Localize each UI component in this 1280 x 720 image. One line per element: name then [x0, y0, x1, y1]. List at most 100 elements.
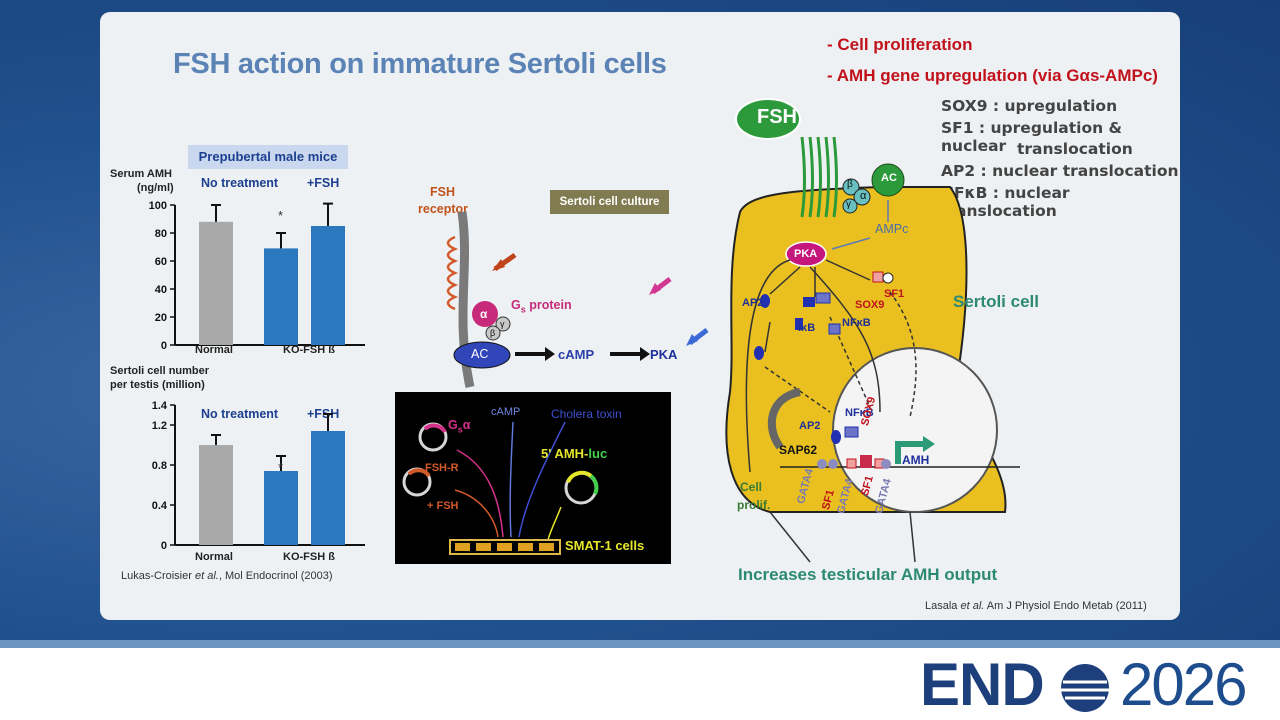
beta-subunit	[842, 198, 858, 214]
nfkb-label: NFκB	[842, 317, 871, 329]
slide-panel: FSH action on immature Sertoli cells - C…	[100, 12, 1180, 620]
assay-luc-suffix: luc	[588, 446, 608, 461]
chart1-bar-1	[264, 248, 298, 345]
sf1-on-dna-1	[846, 458, 857, 469]
chart2-bar-1	[264, 471, 298, 545]
assay-gsa-label: Gsα	[448, 418, 470, 435]
ac-label: AC	[471, 347, 489, 361]
chart1-ylabel-unit: (ng/ml)	[137, 182, 174, 194]
sertoli-cell-diagram	[725, 98, 1020, 563]
chart1-ytick-label-0: 0	[161, 340, 167, 352]
citation-right: Lasala et al. Am J Physiol Endo Metab (2…	[925, 600, 1147, 612]
plate-well-0	[455, 543, 470, 551]
slide-title: FSH action on immature Sertoli cells	[173, 48, 667, 80]
ap2-move-arrow-icon	[764, 321, 771, 353]
amh-promoter-arrow-icon	[895, 441, 923, 464]
footer-band	[0, 640, 1280, 648]
brand-year: 2026	[1120, 651, 1247, 718]
camp-label: cAMP	[558, 347, 595, 362]
plasmid-gsa-insert	[423, 423, 447, 434]
pink-arrowhead-icon	[649, 283, 661, 295]
regulator-nfkb: NFκB : nuclear translocation	[941, 184, 1070, 220]
ampc-pka-arrow-icon	[831, 237, 871, 250]
citation-right-authors: Lasala	[925, 600, 961, 612]
gs-protein-g: G	[511, 298, 521, 312]
gs-protein-rest: protein	[525, 298, 572, 312]
cell-prolif-label-2: prolif.	[737, 498, 771, 512]
chart1-ytick-label-2: 40	[155, 284, 167, 296]
effect-amh-upregulation: - AMH gene upregulation (via Gαs-AMPc)	[827, 66, 1158, 85]
gata-on-dna-1	[828, 459, 838, 469]
g-alpha-subunit	[472, 301, 498, 327]
chart1-ylabel: Serum AMH	[110, 168, 172, 180]
prolif-output-arrow-icon	[769, 511, 811, 563]
amh-output-arrow-icon	[909, 511, 916, 563]
assay-gsa-s: s	[457, 424, 463, 435]
red-arrowhead-icon	[492, 259, 505, 271]
regulator-ap2: AP2 : nuclear translocation	[941, 162, 1179, 180]
assay-cholera-label: Cholera toxin	[551, 407, 622, 421]
plate-well-4	[539, 543, 554, 551]
brand-wordmark: END	[920, 651, 1045, 718]
globe-disc	[1061, 664, 1109, 712]
globe-lines	[1061, 680, 1109, 700]
plate-wells	[455, 543, 554, 551]
sox9-label: SOX9	[855, 299, 885, 311]
pka-sox9-arrow-icon	[809, 266, 881, 413]
citation-left-etal: et al.	[194, 570, 219, 582]
chart1-bar-0	[199, 221, 233, 345]
ap2-label: AP2	[742, 297, 764, 309]
gata-on-dna-3	[881, 459, 891, 469]
plasmid-amh-insert	[566, 470, 593, 483]
sox9-on-dna	[860, 455, 872, 468]
beta-label: β	[847, 179, 853, 190]
chart2-bar-0	[199, 445, 233, 545]
reporter-assay-panel: Gsα cAMP Cholera toxin FSH-R + FSH 5' AM…	[395, 392, 671, 564]
gamma-label: γ	[846, 199, 851, 210]
amh-gene-label: AMH	[902, 453, 930, 467]
chart2-marks	[199, 413, 345, 545]
fsh-receptor-label-1: FSH	[430, 185, 455, 199]
regulator-sox9: SOX9 : upregulation	[941, 97, 1118, 115]
chart1-bar-2	[311, 226, 345, 345]
ap2-molecule-1	[760, 294, 770, 308]
ikb-free-molecule	[795, 318, 803, 330]
chart1-ytick-label-1: 20	[155, 312, 167, 324]
regulator-sf1-cont: translocation	[1017, 140, 1133, 158]
gamma-subunit	[842, 178, 860, 196]
sf1-label: SF1	[884, 288, 905, 300]
assay-plus-fsh-label: + FSH	[427, 500, 459, 512]
citation-right-journal: Am J Physiol Endo Metab (2011)	[984, 600, 1147, 612]
receptor-helix-icon	[446, 235, 459, 311]
assay-fshr-label: FSH-R	[425, 462, 459, 474]
sertoli-culture-label: Sertoli cell culture	[550, 190, 669, 214]
sap62-label: SAP62	[779, 443, 818, 457]
legend-header: Prepubertal male mice	[188, 145, 348, 169]
chart2-ylabel-line2: per testis (million)	[110, 379, 205, 391]
citation-right-etal: et al.	[960, 600, 985, 612]
alpha-subunit	[853, 188, 871, 206]
nfkb-molecule-2	[828, 323, 841, 335]
phospho-icon	[882, 272, 894, 284]
pka-prolif-arrow-icon	[745, 259, 791, 473]
arrow-cholera-icon	[518, 421, 566, 538]
chart2-ylabel-line1: Sertoli cell number	[110, 365, 210, 377]
blue-arrowhead-icon	[686, 334, 698, 346]
ap2-molecule-2	[754, 346, 764, 360]
citation-left-journal: , Mol Endocrinol (2003)	[218, 570, 333, 582]
arrow-gsa-icon	[456, 449, 504, 538]
plate-well-3	[518, 543, 533, 551]
plasmid-fshr-insert	[407, 468, 431, 478]
col-label-no-treatment: No treatment	[201, 176, 279, 190]
effect-proliferation: - Cell proliferation	[827, 35, 973, 54]
nucleus	[832, 347, 998, 513]
regulator-sf1: SF1 : upregulation & nuclear	[941, 119, 1123, 155]
chart-sertoli-cell-number: 00.40.81.21.4	[152, 400, 365, 552]
chart2-ytick-label-2: 0.8	[152, 460, 167, 472]
g-gamma-label: γ	[500, 319, 505, 329]
sf1-nucleus-arrow-icon	[889, 291, 917, 418]
chart1-marks	[199, 202, 345, 345]
pka-node	[785, 241, 827, 267]
nfkb-molecule-1	[815, 292, 831, 304]
chart1-x-ko: KO-FSH ß	[283, 344, 335, 356]
